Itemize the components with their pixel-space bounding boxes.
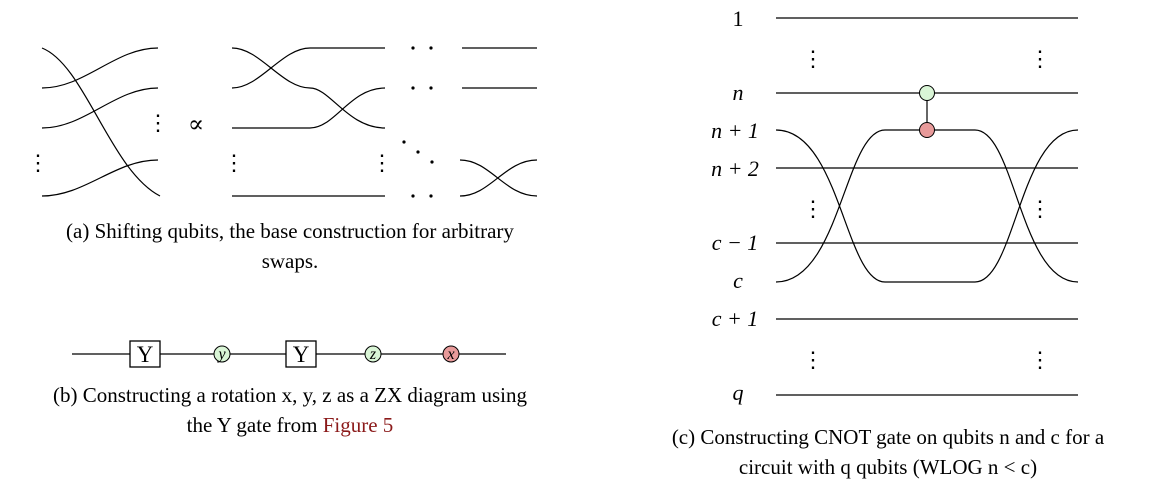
panel-a-vdots-left-2: ⋮: [147, 110, 169, 135]
y-gate-label-1: Y: [137, 342, 154, 367]
panel-a-swap-wire-1: [231, 47, 386, 129]
green-spider-z: [364, 345, 382, 363]
panel-a-swap-wire-3: [232, 87, 386, 129]
panel-c-vdots-5: ⋮: [802, 347, 824, 372]
wire-c-swap: [775, 129, 1079, 283]
panel-c-vdots-4: ⋮: [1029, 196, 1051, 221]
panel-c-caption-line-1: (c) Constructing CNOT gate on qubits n a…: [672, 425, 1105, 449]
cnot-target-red-spider: [919, 122, 935, 138]
figure-5-link[interactable]: Figure 5: [323, 413, 394, 437]
wire-label-n: n: [733, 80, 744, 105]
panel-c-vdots-6: ⋮: [1029, 347, 1051, 372]
wire-label-n-plus-1: n + 1: [711, 118, 759, 143]
green-spider-y: [213, 345, 231, 363]
panel-a-ellipsis-dots: [402, 46, 434, 198]
panel-c-diagram: 1 n n + 1 n + 2 c − 1 c c + 1 q ⋮ ⋮ ⋮ ⋮ …: [711, 6, 1079, 405]
panel-c-vdots-3: ⋮: [802, 196, 824, 221]
panel-a-vdots-mid-1: ⋮: [223, 150, 245, 175]
panel-c-vdots-2: ⋮: [1029, 46, 1051, 71]
panel-a-swap-wire-2: [231, 47, 385, 89]
panel-b-caption-line-1: (b) Constructing a rotation x, y, z as a…: [53, 383, 527, 407]
panel-a-vdots-mid-2: ⋮: [371, 150, 393, 175]
panel-b-caption-text: the Y gate from: [187, 413, 318, 437]
panel-b-diagram: Y y Y z x: [72, 340, 506, 368]
panel-a-caption-line-2: swaps.: [262, 249, 319, 273]
cnot-control-green-spider: [919, 85, 935, 101]
red-spider-x-label: x: [446, 346, 454, 363]
red-spider-x: [442, 345, 460, 363]
panel-a-vdots-left-1: ⋮: [27, 150, 49, 175]
wire-label-c-plus-1: c + 1: [712, 306, 759, 331]
proportional-symbol: ∝: [188, 112, 204, 138]
panel-a-left-wire-3: [41, 159, 159, 197]
panel-a-end-swap-wire-2: [459, 159, 538, 197]
wire-label-c: c: [733, 268, 743, 293]
wire-label-n-plus-2: n + 2: [711, 156, 759, 181]
wire-label-c-minus-1: c − 1: [712, 230, 759, 255]
panel-b-caption-line-2: the Y gate from Figure 5: [187, 413, 394, 437]
panel-c-vdots-1: ⋮: [802, 46, 824, 71]
green-spider-y-label: y: [216, 346, 226, 363]
y-gate-box-1: [129, 340, 161, 368]
wire-n-plus-1-swap: [775, 129, 1079, 283]
y-gate-box-2: [285, 340, 317, 368]
panel-a-diagram: ⋮ ⋮ ∝ ⋮ ⋮: [27, 46, 538, 198]
y-gate-label-2: Y: [293, 342, 310, 367]
panel-c-caption-line-2: circuit with q qubits (WLOG n < c): [739, 455, 1037, 479]
wire-label-q: q: [733, 380, 744, 405]
panel-a-left-crossing-wire: [41, 47, 161, 197]
green-spider-z-label: z: [369, 346, 377, 363]
wire-label-1: 1: [733, 6, 744, 31]
panel-a-caption-line-1: (a) Shifting qubits, the base constructi…: [66, 219, 514, 243]
panel-a-left-wire-1: [41, 47, 159, 89]
panel-a-left-wire-2: [41, 87, 159, 129]
